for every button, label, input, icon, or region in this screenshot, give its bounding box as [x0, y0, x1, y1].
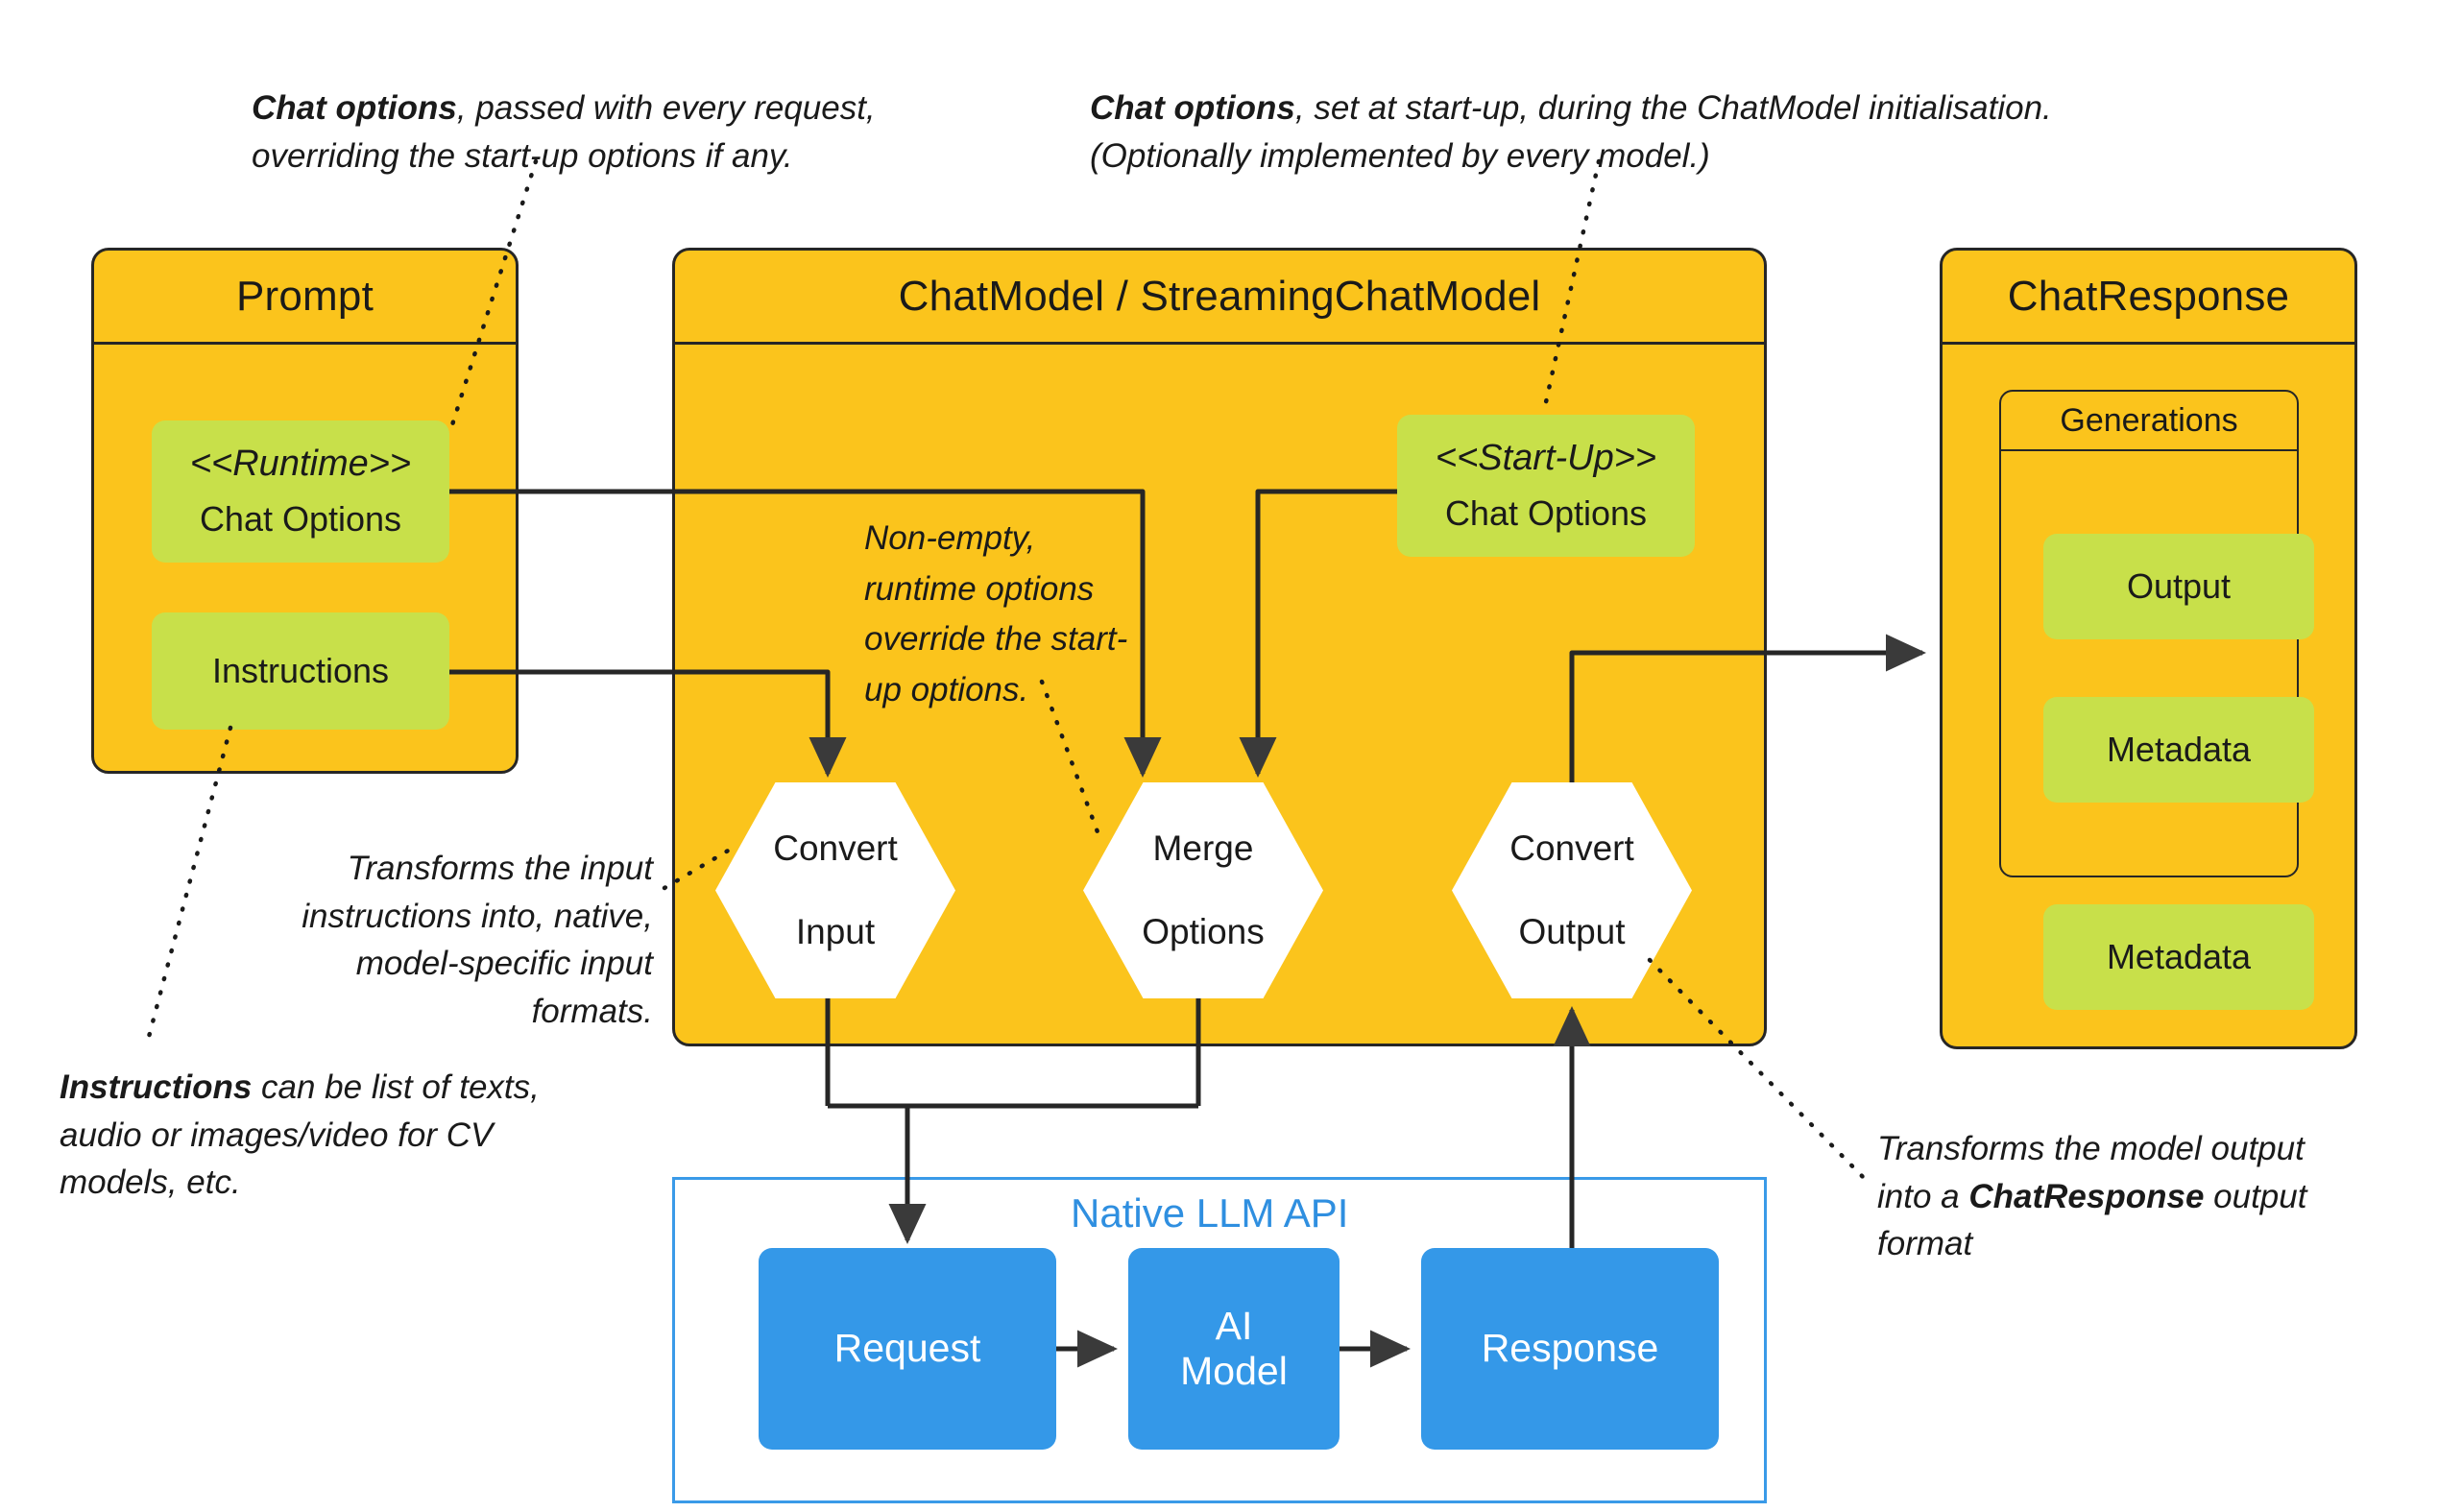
convert-output-note-line1: Transforms the model output — [1877, 1130, 2305, 1167]
startup-note-bold: Chat options — [1090, 89, 1295, 127]
convert-output-note-line2-pre: into a — [1877, 1177, 1969, 1215]
chatresponse-metadata-chip[interactable]: Metadata — [2043, 904, 2314, 1010]
merge-options-note: Non-empty, runtime options override the … — [864, 514, 1133, 715]
startup-chat-options-note: Chat options, set at start-up, during th… — [1090, 84, 2165, 180]
generations-title: Generations — [2060, 401, 2238, 439]
startup-note-rest: , set at start-up, during the ChatModel … — [1294, 89, 2052, 127]
convert-input-note-line2: instructions into, native, — [302, 897, 653, 935]
runtime-chat-options-note: Chat options, passed with every request,… — [252, 84, 943, 180]
runtime-chat-options-chip[interactable]: <<Runtime>> Chat Options — [152, 420, 449, 563]
generations-metadata-chip[interactable]: Metadata — [2043, 697, 2314, 803]
native-response-label: Response — [1481, 1326, 1659, 1371]
prompt-title: Prompt — [235, 272, 374, 320]
leader-instructions-note — [146, 725, 233, 1040]
chatresponse-title-bar: ChatResponse — [1943, 251, 2354, 345]
native-llm-api-title: Native LLM API — [1071, 1190, 1349, 1236]
startup-chat-options-chip[interactable]: <<Start-Up>> Chat Options — [1397, 415, 1695, 557]
convert-output-note-line2-post: output — [2204, 1177, 2307, 1215]
chatmodel-title-bar: ChatModel / StreamingChatModel — [675, 251, 1764, 345]
chatresponse-metadata-label: Metadata — [2106, 937, 2252, 977]
instructions-label: Instructions — [211, 651, 390, 691]
instructions-note-bold: Instructions — [60, 1068, 253, 1106]
instructions-note-line2: audio or images/video for CV — [60, 1116, 494, 1154]
convert-output-note: Transforms the model output into a ChatR… — [1877, 1125, 2415, 1268]
startup-chat-options-label: Chat Options — [1444, 493, 1648, 534]
instructions-note-line3: models, etc. — [60, 1164, 241, 1202]
generations-output-label: Output — [2126, 566, 2232, 607]
runtime-note-rest: , passed with every request, — [456, 89, 876, 127]
runtime-note-line2: overriding the start-up options if any. — [252, 136, 793, 175]
chatmodel-title: ChatModel / StreamingChatModel — [898, 272, 1541, 320]
generations-output-chip[interactable]: Output — [2043, 534, 2314, 639]
chatresponse-title: ChatResponse — [2007, 272, 2290, 320]
instructions-note-rest: can be list of texts, — [252, 1068, 540, 1106]
convert-input-note-line1: Transforms the input — [347, 850, 653, 887]
instructions-chip[interactable]: Instructions — [152, 612, 449, 730]
convert-output-note-bold: ChatResponse — [1968, 1177, 2205, 1215]
convert-output-note-line3: format — [1877, 1225, 1973, 1263]
startup-note-line2: (Optionally implemented by every model.) — [1090, 136, 1710, 175]
native-response-box[interactable]: Response — [1421, 1248, 1719, 1450]
generations-title-bar: Generations — [2001, 392, 2297, 451]
native-request-label: Request — [833, 1326, 981, 1371]
runtime-chat-options-label: Chat Options — [199, 499, 402, 540]
native-request-box[interactable]: Request — [759, 1248, 1056, 1450]
convert-input-note: Transforms the input instructions into, … — [240, 845, 653, 1036]
runtime-note-bold: Chat options — [252, 89, 457, 127]
merge-options-note-text: Non-empty, runtime options override the … — [864, 519, 1128, 708]
startup-stereotype: <<Start-Up>> — [1435, 438, 1657, 479]
runtime-stereotype: <<Runtime>> — [189, 444, 412, 485]
prompt-title-bar: Prompt — [94, 251, 516, 345]
convert-input-note-line3: model-specific input formats. — [355, 945, 653, 1031]
instructions-note: Instructions can be list of texts, audio… — [60, 1064, 597, 1207]
generations-metadata-label: Metadata — [2106, 730, 2252, 770]
